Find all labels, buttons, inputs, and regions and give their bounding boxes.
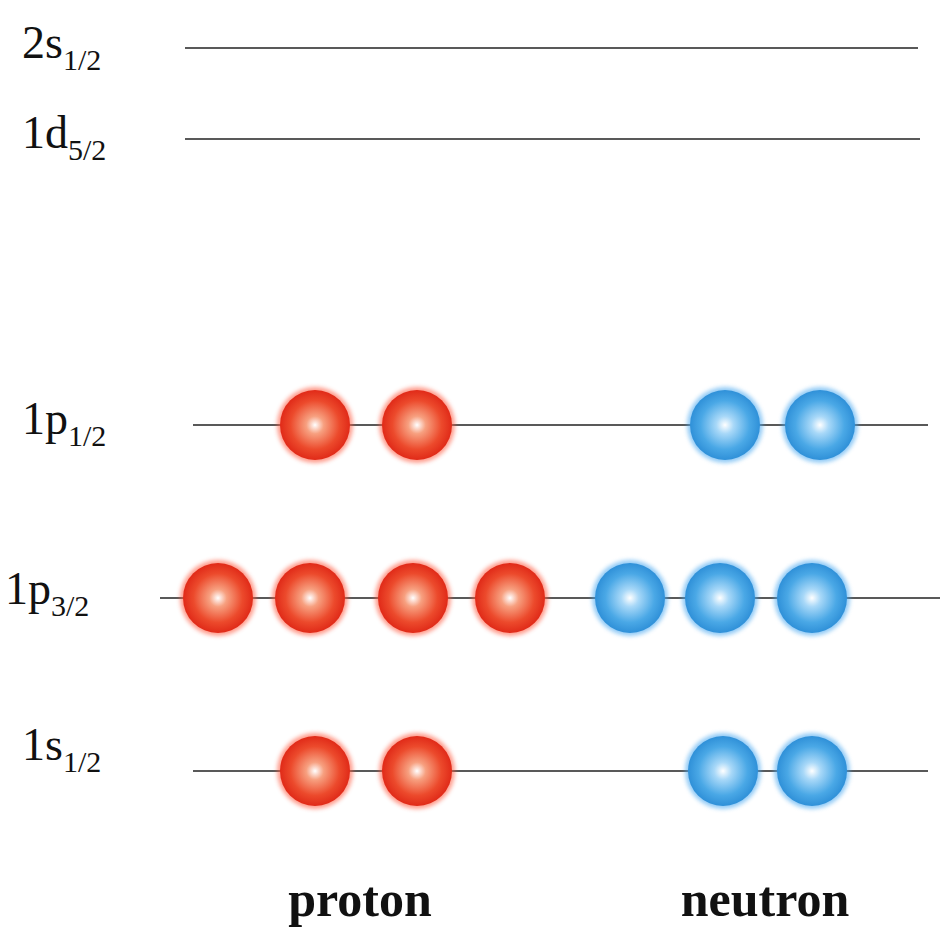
proton-ball — [382, 736, 452, 806]
nucleon-label: proton — [288, 874, 432, 924]
neutron-ball — [785, 390, 855, 460]
orbital-label: 1d5/2 — [22, 110, 106, 156]
level-line — [185, 138, 920, 139]
neutron-ball — [685, 563, 755, 633]
proton-ball — [280, 736, 350, 806]
neutron-ball — [690, 390, 760, 460]
proton-ball — [280, 390, 350, 460]
nucleon-label: neutron — [681, 874, 850, 924]
orbital-label: 1p1/2 — [22, 396, 106, 442]
neutrons — [592, 387, 858, 809]
proton-ball — [378, 563, 448, 633]
proton-ball — [275, 563, 345, 633]
orbital-label: 1s1/2 — [22, 722, 101, 768]
protons — [180, 387, 548, 809]
level-line — [185, 47, 918, 48]
neutron-ball — [777, 736, 847, 806]
proton-ball — [475, 563, 545, 633]
neutron-ball — [688, 736, 758, 806]
orbital-label: 1p3/2 — [5, 566, 89, 612]
energy-levels — [160, 48, 940, 771]
neutron-ball — [777, 563, 847, 633]
orbital-label: 2s1/2 — [22, 20, 101, 66]
proton-ball — [183, 563, 253, 633]
proton-ball — [382, 390, 452, 460]
neutron-ball — [595, 563, 665, 633]
